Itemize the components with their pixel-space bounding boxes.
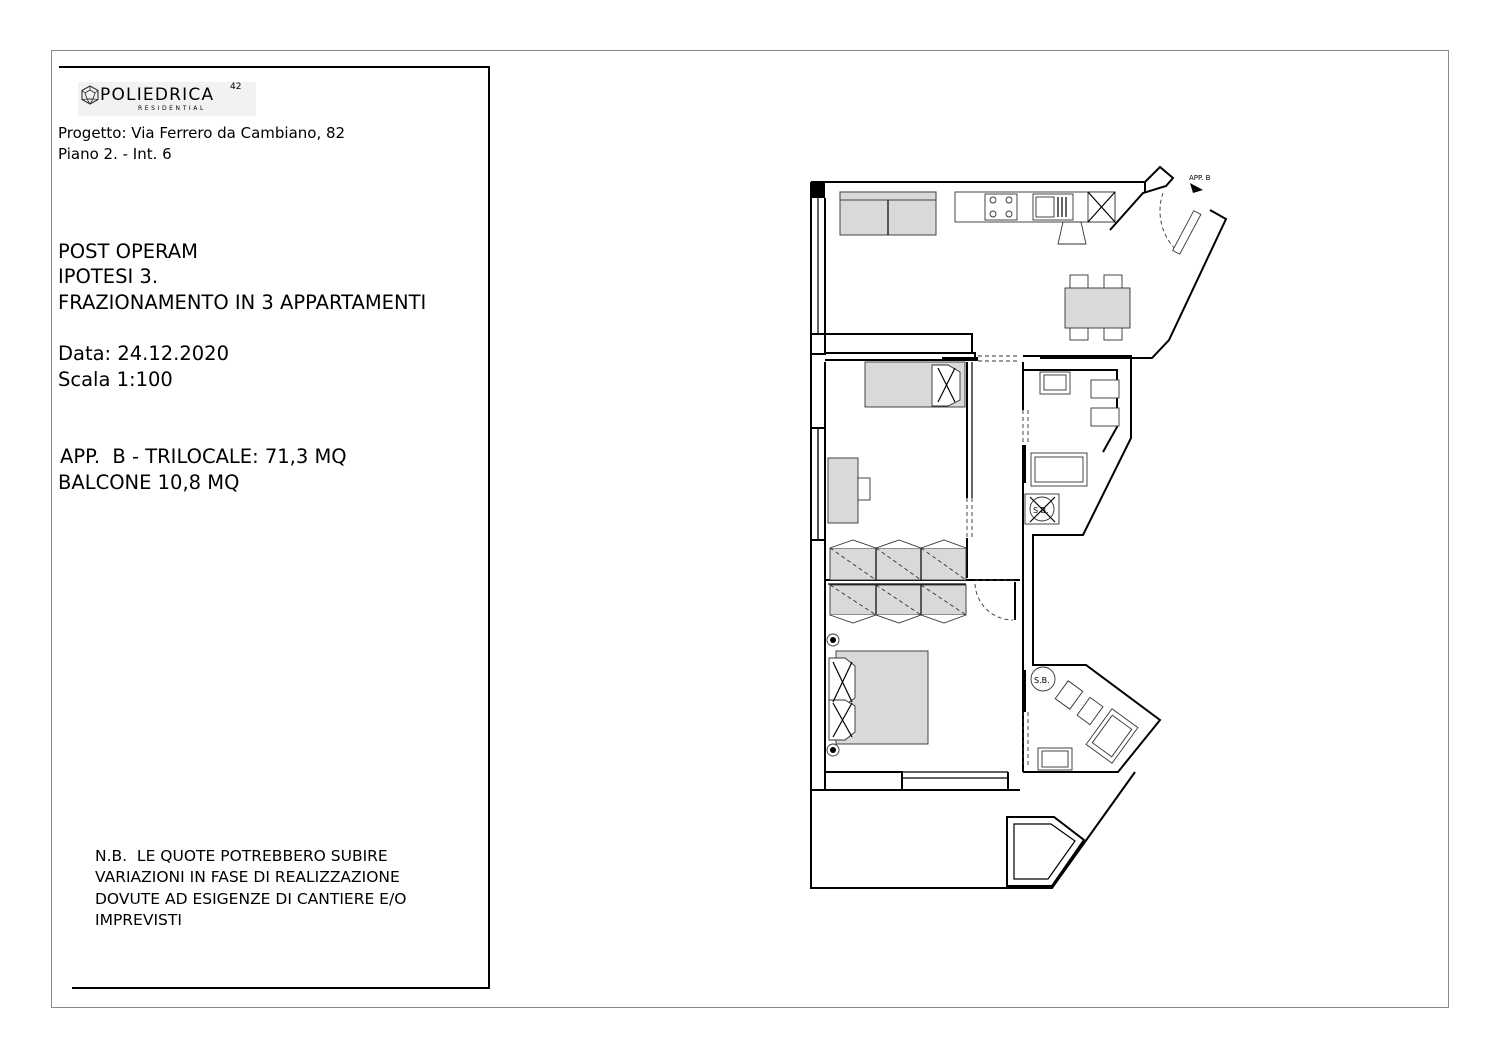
interior-doors bbox=[966, 355, 1029, 765]
disclaimer-line-4: IMPREVISTI bbox=[95, 911, 182, 929]
drawing-date: Data: 24.12.2020 bbox=[58, 342, 229, 365]
bathroom-1 bbox=[1030, 371, 1120, 487]
wardrobe-lower bbox=[829, 584, 967, 624]
project-floor: Piano 2. - Int. 6 bbox=[58, 145, 172, 163]
shaft-1 bbox=[1024, 493, 1060, 525]
entrance-label: APP. B bbox=[1189, 174, 1211, 182]
balcony-area: BALCONE 10,8 MQ bbox=[58, 471, 240, 494]
balcony bbox=[810, 771, 1136, 889]
status-hypothesis: IPOTESI 3. bbox=[58, 265, 159, 288]
project-address: Progetto: Via Ferrero da Cambiano, 82 bbox=[58, 124, 346, 142]
company-logo: POLIEDRICA 42 RESIDENTIAL bbox=[78, 82, 256, 116]
apartment-area: APP. B - TRILOCALE: 71,3 MQ bbox=[60, 445, 347, 468]
logo-superscript: 42 bbox=[230, 82, 242, 92]
logo-wordmark: POLIEDRICA bbox=[100, 85, 215, 105]
desk bbox=[827, 457, 871, 524]
wardrobe-upper bbox=[829, 539, 967, 581]
single-bed bbox=[864, 361, 966, 408]
shaft-label-1: S.B. bbox=[1033, 506, 1049, 515]
disclaimer-line-3: DOVUTE AD ESIGENZE DI CANTIERE E/O bbox=[95, 890, 407, 908]
disclaimer-line-2: VARIAZIONI IN FASE DI REALIZZAZIONE bbox=[95, 868, 400, 886]
drawing-frame bbox=[51, 50, 1449, 1008]
dining-table bbox=[1064, 274, 1131, 341]
drawing-scale: Scala 1:100 bbox=[58, 368, 173, 391]
shaft-label-2: S.B. bbox=[1034, 676, 1050, 685]
status-subdivision: FRAZIONAMENTO IN 3 APPARTAMENTI bbox=[58, 291, 427, 314]
polyhedron-icon bbox=[81, 85, 99, 105]
logo-tagline: RESIDENTIAL bbox=[138, 105, 206, 112]
bathroom-2 bbox=[1030, 666, 1139, 771]
entrance-door bbox=[1159, 183, 1203, 256]
interior-walls bbox=[810, 182, 1026, 790]
disclaimer-line-1: N.B. LE QUOTE POTREBBERO SUBIRE bbox=[95, 847, 388, 865]
kitchen-counter bbox=[839, 191, 1116, 245]
status-post-operam: POST OPERAM bbox=[58, 240, 198, 263]
double-bed bbox=[826, 633, 929, 757]
